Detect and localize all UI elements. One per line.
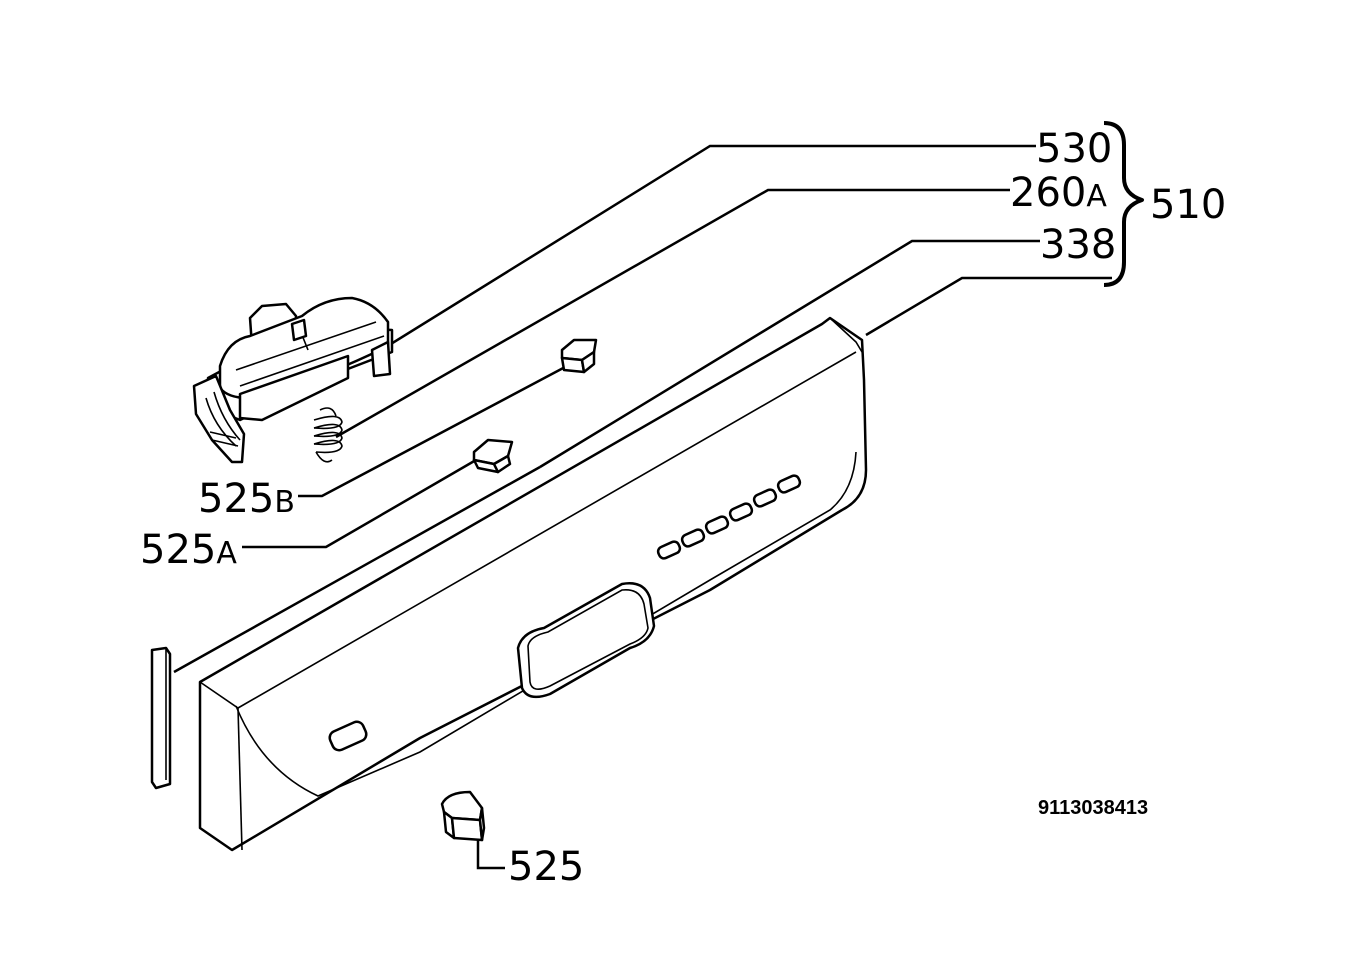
- leader-338-strip: [173, 465, 541, 674]
- spring-part: [313, 407, 343, 463]
- control-panel-part: [198, 316, 868, 852]
- callout-525b: 525B: [198, 476, 295, 522]
- knob-525-part: [440, 790, 486, 842]
- callout-525: 525: [508, 844, 584, 890]
- leader-530: [377, 144, 1036, 354]
- handle-assembly-part: [192, 296, 394, 464]
- drawing-number: 9113038413: [1038, 797, 1148, 819]
- leader-525: [476, 840, 505, 870]
- assembly-brace: [1103, 121, 1144, 287]
- power-button-recess: [328, 720, 368, 752]
- callout-530: 530: [1036, 126, 1112, 172]
- callout-338: 338: [1040, 222, 1116, 268]
- leader-260a: [335, 188, 1010, 439]
- leader-525a: [242, 458, 477, 549]
- side-strip-part: [150, 646, 172, 790]
- display-window: [516, 582, 656, 699]
- callout-260a: 260A: [1010, 170, 1107, 216]
- leader-lines: [173, 144, 1112, 870]
- leader-510-panel: [865, 276, 1112, 337]
- button-525b-part: [560, 338, 598, 374]
- program-button-row: [656, 474, 802, 560]
- button-525a-part: [472, 438, 514, 474]
- leader-338: [539, 239, 1040, 469]
- callout-525a: 525A: [140, 527, 237, 573]
- leader-525b: [298, 364, 568, 498]
- callout-510: 510: [1150, 182, 1226, 228]
